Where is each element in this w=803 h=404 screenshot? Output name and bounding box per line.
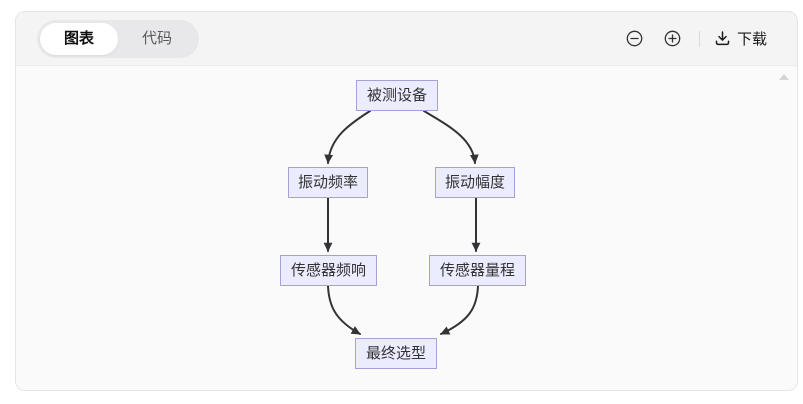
edge-n1-n2 (324, 110, 371, 164)
edge-n1-n3 (423, 110, 479, 164)
viewer-header: 图表 代码 (16, 12, 797, 66)
zoom-in-button[interactable] (661, 27, 685, 51)
zoom-out-button[interactable] (623, 27, 647, 51)
download-icon (714, 30, 731, 47)
flowchart-node-vibration-amplitude[interactable]: 振动幅度 (435, 167, 515, 198)
viewer-toolbar: 下载 (623, 27, 767, 51)
tab-code[interactable]: 代码 (118, 23, 196, 55)
view-mode-tabs: 图表 代码 (37, 19, 200, 58)
edge-n5-n6 (440, 285, 479, 335)
toolbar-divider (698, 30, 700, 47)
diagram-viewer-card: 图表 代码 (15, 11, 798, 391)
circle-plus-icon (663, 29, 682, 48)
circle-minus-icon (625, 29, 644, 48)
flowchart-node-vibration-frequency[interactable]: 振动频率 (288, 167, 368, 198)
flowchart-node-final-selection[interactable]: 最终选型 (355, 338, 437, 369)
scroll-up-indicator-icon (779, 74, 789, 80)
tab-chart[interactable]: 图表 (40, 22, 119, 55)
download-button[interactable]: 下载 (714, 28, 767, 49)
flowchart-canvas[interactable]: 被测设备 振动频率 振动幅度 传感器频响 传感器量程 最终选型 (16, 66, 797, 390)
flowchart-node-sensor-frequency-response[interactable]: 传感器频响 (280, 255, 377, 286)
edge-n4-n6 (327, 285, 361, 335)
flowchart-node-device-under-test[interactable]: 被测设备 (356, 80, 438, 111)
download-label: 下载 (736, 31, 767, 48)
flowchart-node-sensor-range[interactable]: 传感器量程 (429, 255, 526, 286)
flowchart-edges (323, 110, 481, 335)
